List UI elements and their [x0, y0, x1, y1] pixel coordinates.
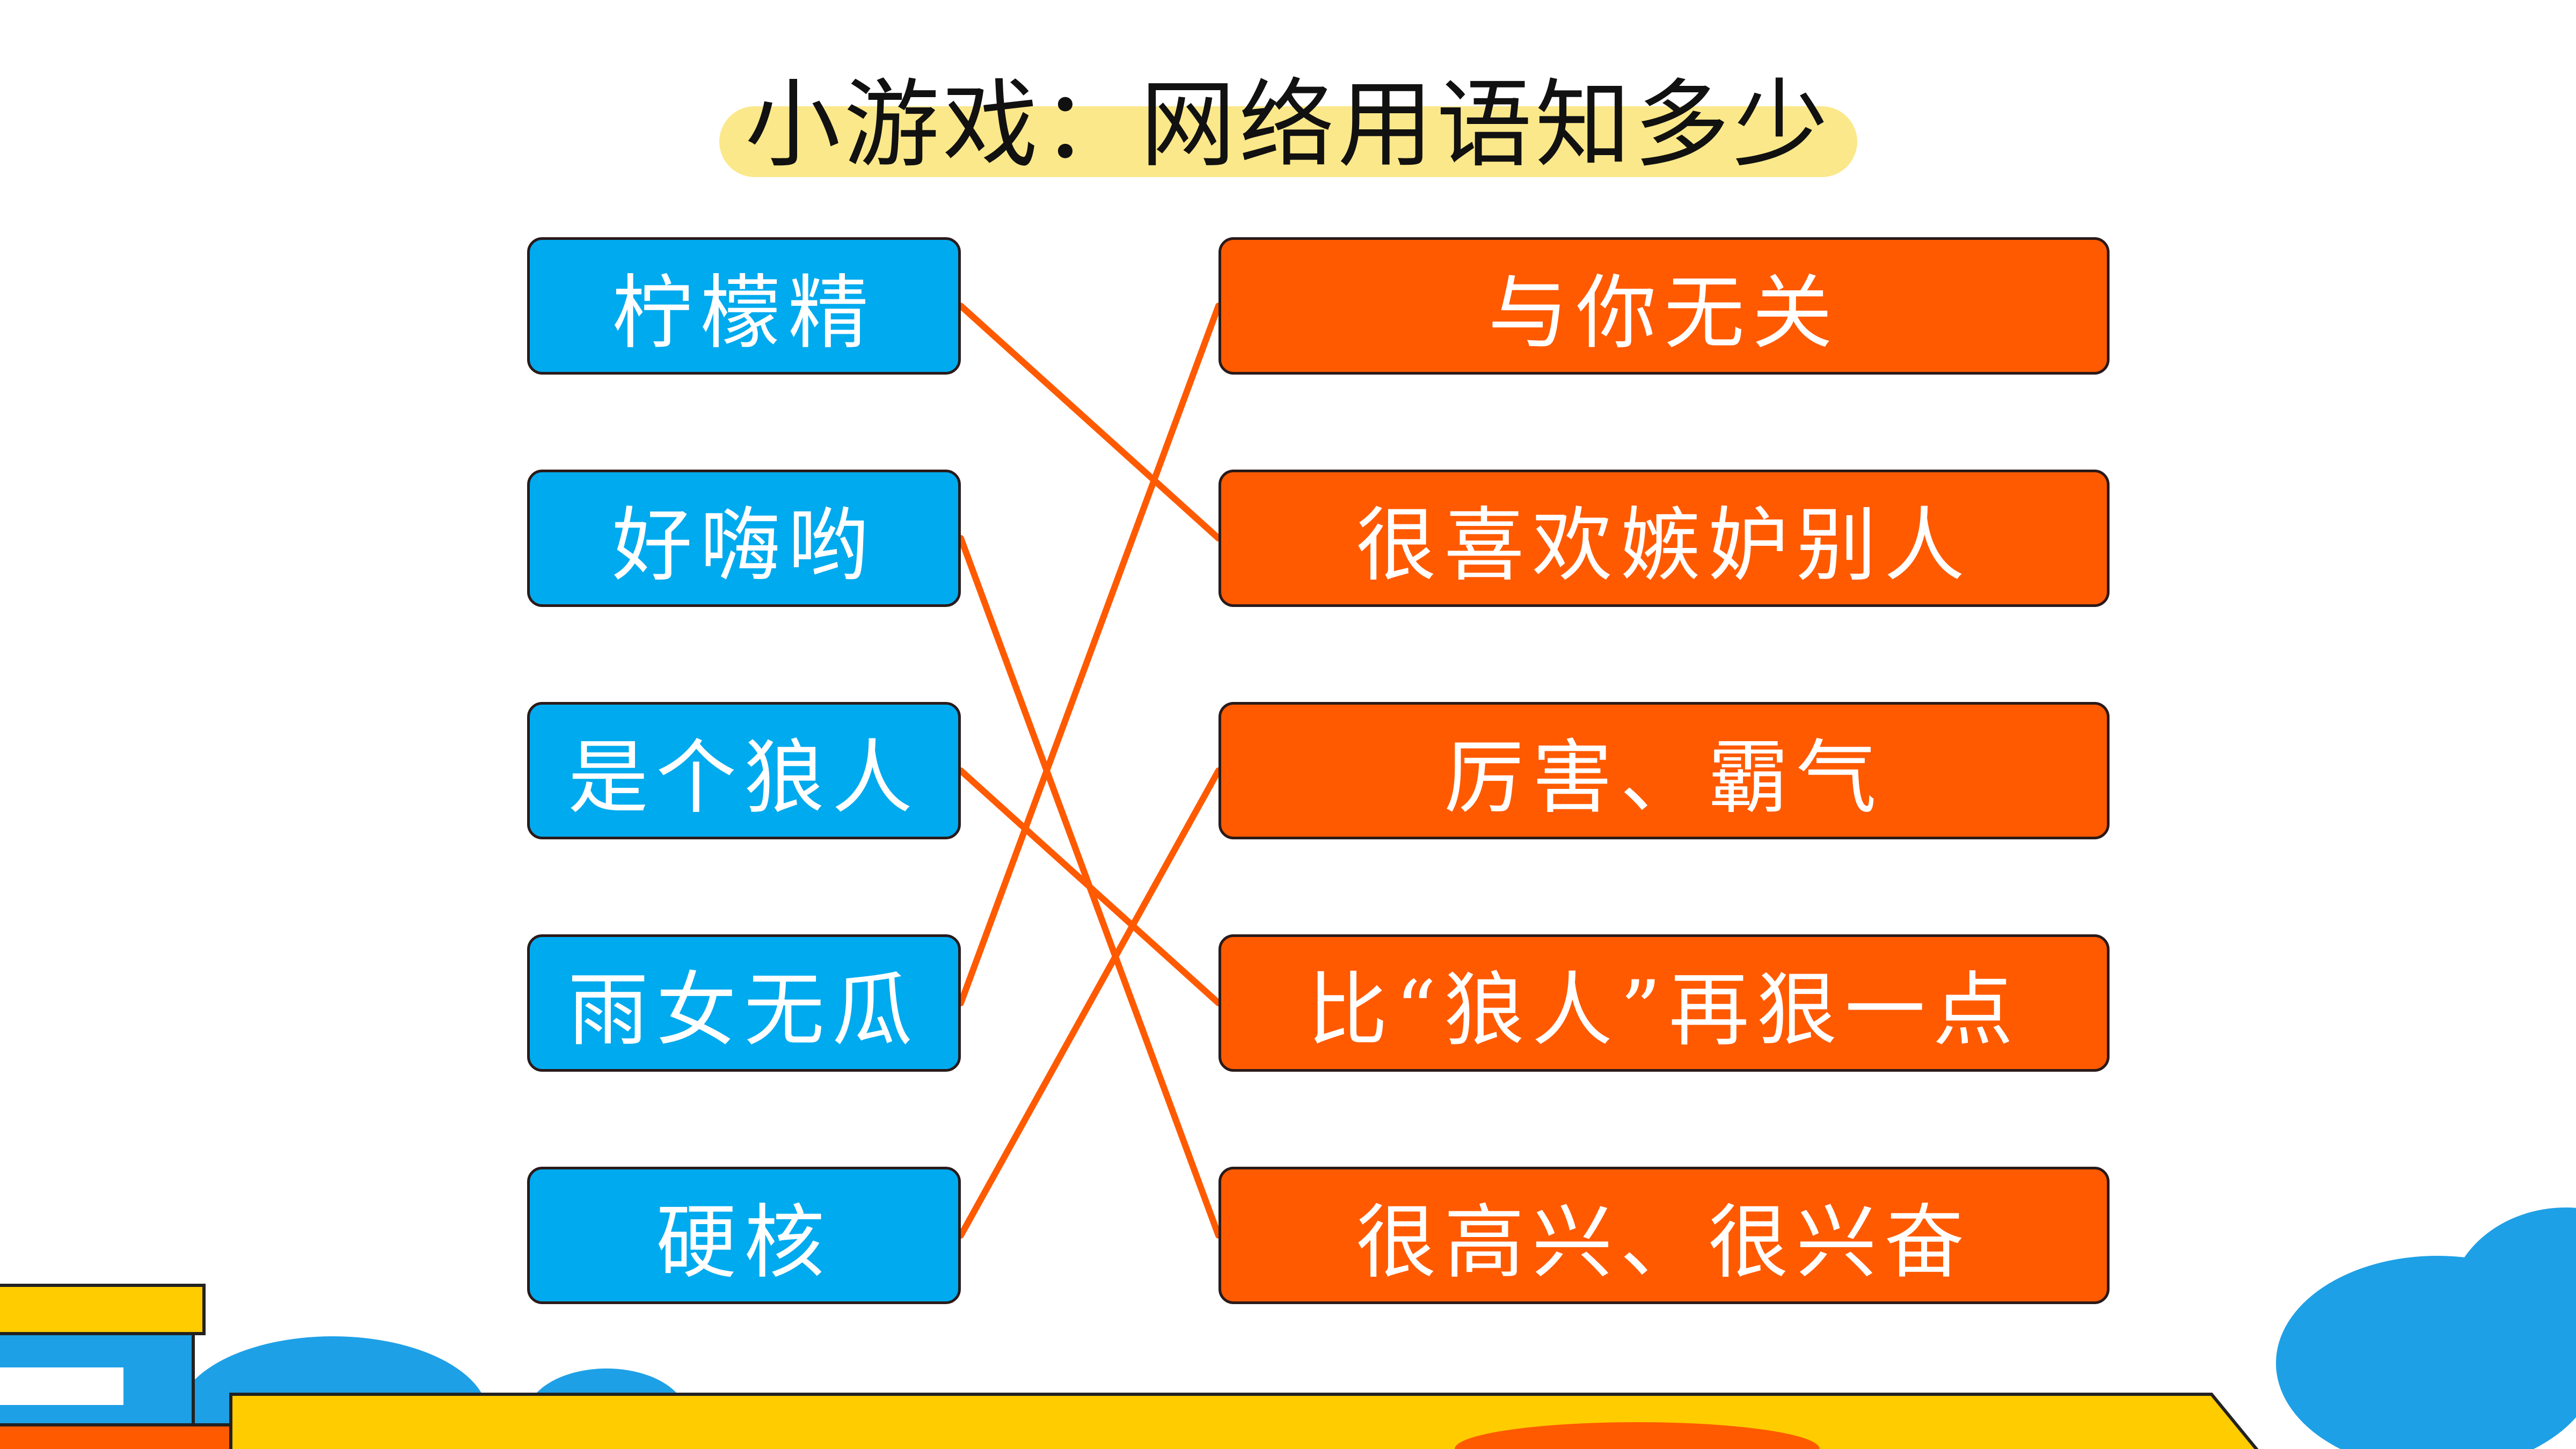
title-group: 小游戏：网络用语知多少: [719, 63, 1857, 187]
decor-right: [2276, 1208, 2576, 1449]
term-box-1[interactable]: 柠檬精: [527, 237, 961, 375]
cloud-right-upper: [2448, 1208, 2576, 1411]
meaning-box-5[interactable]: 很高兴、很兴奋: [1218, 1167, 2110, 1304]
term-box-2[interactable]: 好嗨哟: [527, 470, 961, 607]
connector-lines: [958, 303, 1222, 1239]
book-bottom: [0, 1423, 232, 1449]
decor-bottom: [229, 1393, 2259, 1449]
meaning-box-4[interactable]: 比“狼人”再狠一点: [1218, 934, 2110, 1072]
term-box-3[interactable]: 是个狼人: [527, 702, 961, 839]
connector-line-3: [958, 767, 1222, 1006]
meaning-box-1[interactable]: 与你无关: [1218, 237, 2110, 375]
desk-stamp: [1455, 1422, 1820, 1449]
meaning-box-3[interactable]: 厉害、霸气: [1218, 702, 2110, 839]
book-pages: [0, 1367, 123, 1405]
book-top: [0, 1284, 206, 1335]
connector-line-4: [958, 303, 1222, 1006]
term-box-5[interactable]: 硬核: [527, 1167, 961, 1304]
connector-line-5: [958, 767, 1222, 1239]
page-title: 小游戏：网络用语知多少: [745, 69, 1831, 180]
meaning-box-2[interactable]: 很喜欢嫉妒别人: [1218, 470, 2110, 607]
term-box-4[interactable]: 雨女无瓜: [527, 934, 961, 1072]
desk-band: [229, 1393, 2259, 1449]
title-highlight: [719, 106, 1857, 177]
connector-line-1: [958, 303, 1222, 541]
